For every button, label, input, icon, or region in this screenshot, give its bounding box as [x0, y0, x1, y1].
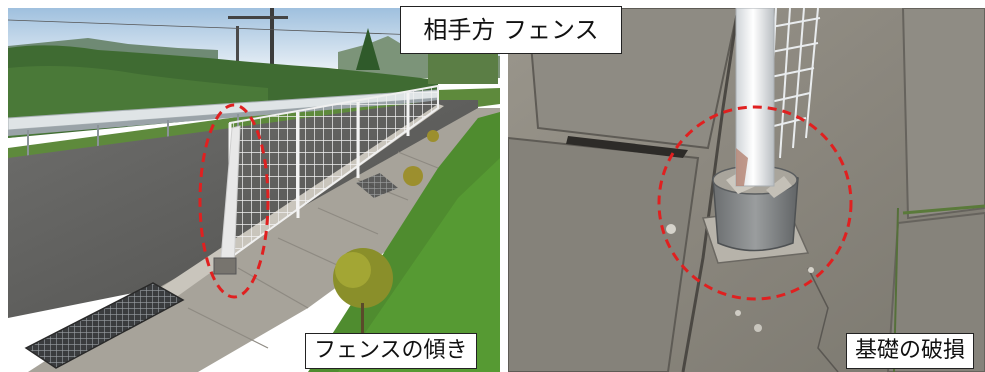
- crack-gap: [566, 136, 688, 158]
- fence-tilt-caption: フェンスの傾き: [305, 333, 477, 369]
- power-pole: [270, 8, 274, 78]
- fence-tilt-illustration: [8, 8, 500, 372]
- foundation-damage-illustration: [508, 8, 985, 372]
- damage-highlight-circle: [657, 105, 853, 301]
- fence-post-footing: [213, 257, 237, 275]
- tilt-highlight-ellipse: [198, 103, 270, 299]
- title-label: 相手方 フェンス: [400, 6, 622, 54]
- drain-grate: [24, 282, 185, 369]
- foundation-damage-caption: 基礎の破損: [846, 333, 975, 369]
- fence-tilt-photo: [8, 8, 500, 372]
- foundation-damage-photo: [508, 8, 985, 372]
